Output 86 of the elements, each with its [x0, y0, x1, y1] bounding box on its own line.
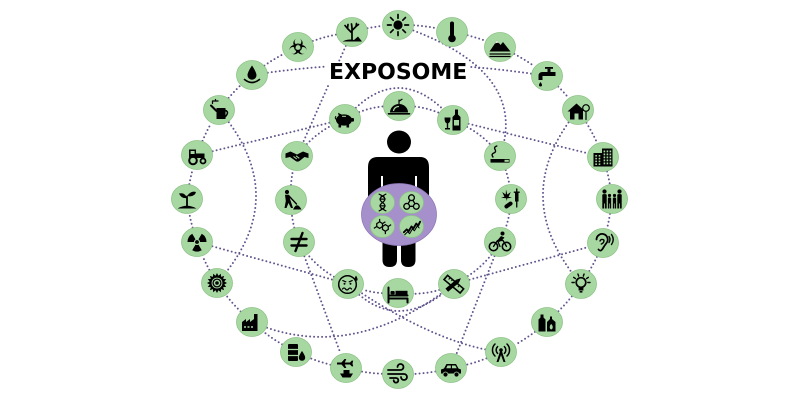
wine-bottle-glass-icon — [437, 105, 469, 135]
dotted-line — [412, 30, 507, 142]
tractor-icon — [181, 140, 213, 170]
dotted-line — [468, 122, 588, 154]
cigarette-icon — [484, 141, 516, 171]
sprout-icon — [171, 184, 203, 214]
molecule-icon — [399, 191, 424, 214]
dotted-line — [226, 121, 257, 272]
oil-barrel-icon — [280, 337, 312, 367]
dotted-line — [414, 106, 440, 114]
factory-icon — [236, 307, 268, 337]
dotted-line — [263, 331, 284, 346]
cyclist-icon — [484, 227, 516, 257]
hexagon-molecule-icon — [370, 214, 395, 238]
dotted-line — [228, 84, 242, 99]
dotted-line — [354, 87, 444, 110]
bare-tree-icon — [336, 17, 368, 47]
not-equal-icon — [283, 227, 315, 257]
piggy-bank-icon — [329, 104, 361, 134]
dotted-line — [290, 170, 294, 186]
thermometer-icon — [436, 17, 468, 47]
faucet-icon — [531, 61, 563, 91]
dotted-line — [310, 357, 332, 366]
dotted-line — [366, 25, 383, 30]
title: EXPOSOME — [326, 62, 470, 84]
airplane-ship-icon — [330, 353, 362, 383]
watering-can-icon — [203, 95, 235, 125]
dotted-line — [306, 254, 335, 278]
dotted-line — [557, 295, 573, 312]
ruler-pencil-icon — [438, 269, 470, 299]
family-icon — [596, 184, 628, 214]
dotted-line — [225, 294, 242, 312]
food-dish-icon — [383, 91, 415, 121]
dotted-line — [468, 246, 588, 281]
bed-icon — [382, 278, 414, 308]
dotted-line — [290, 214, 296, 229]
protein-strand-icon — [399, 214, 424, 238]
dotted-line — [542, 122, 572, 273]
handshake-icon — [281, 141, 313, 171]
dotted-line — [466, 34, 486, 42]
dotted-line — [606, 212, 611, 230]
dotted-line — [188, 212, 194, 229]
mountain-icon — [484, 32, 516, 62]
biohazard-icon — [282, 32, 314, 62]
dotted-line — [212, 122, 330, 152]
water-drop-icon — [236, 60, 268, 90]
dotted-line — [358, 105, 384, 114]
body-disc — [361, 183, 437, 246]
radiation-icon — [181, 227, 213, 257]
dotted-line — [504, 169, 510, 185]
dotted-line — [606, 170, 611, 186]
dotted-line — [306, 124, 332, 146]
house-icon — [562, 95, 594, 125]
dotted-line — [358, 293, 443, 312]
dotted-line — [466, 126, 492, 146]
dotted-line — [456, 255, 496, 355]
dotted-line — [312, 34, 338, 42]
sun-icon — [382, 10, 414, 40]
dotted-line — [266, 292, 442, 338]
dotted-line — [585, 122, 598, 144]
radio-tower-icon — [485, 337, 517, 367]
car-icon — [435, 353, 467, 383]
dotted-line — [466, 357, 488, 366]
bottles-icon — [531, 307, 563, 337]
buildings-icon — [587, 142, 619, 172]
dotted-line — [588, 256, 598, 272]
digging-worker-icon — [275, 185, 307, 215]
dotted-line — [211, 245, 334, 281]
dotted-line — [413, 288, 440, 295]
dotted-line — [557, 86, 570, 99]
sweating-face-icon — [332, 269, 364, 299]
ear-icon — [587, 228, 619, 258]
dotted-line — [466, 254, 492, 278]
light-bulb-icon — [565, 269, 597, 299]
dotted-line — [413, 24, 438, 30]
dna-icon — [370, 191, 395, 214]
dotted-line — [360, 370, 383, 375]
saw-blade-icon — [201, 268, 233, 298]
dotted-line — [360, 292, 486, 350]
dotted-line — [202, 255, 210, 271]
dotted-line — [413, 370, 436, 375]
dotted-line — [188, 168, 194, 186]
dotted-line — [504, 212, 510, 229]
leaf-pill-syringe-icon — [495, 184, 527, 214]
dotted-line — [263, 52, 285, 67]
wind-icon — [382, 359, 414, 389]
